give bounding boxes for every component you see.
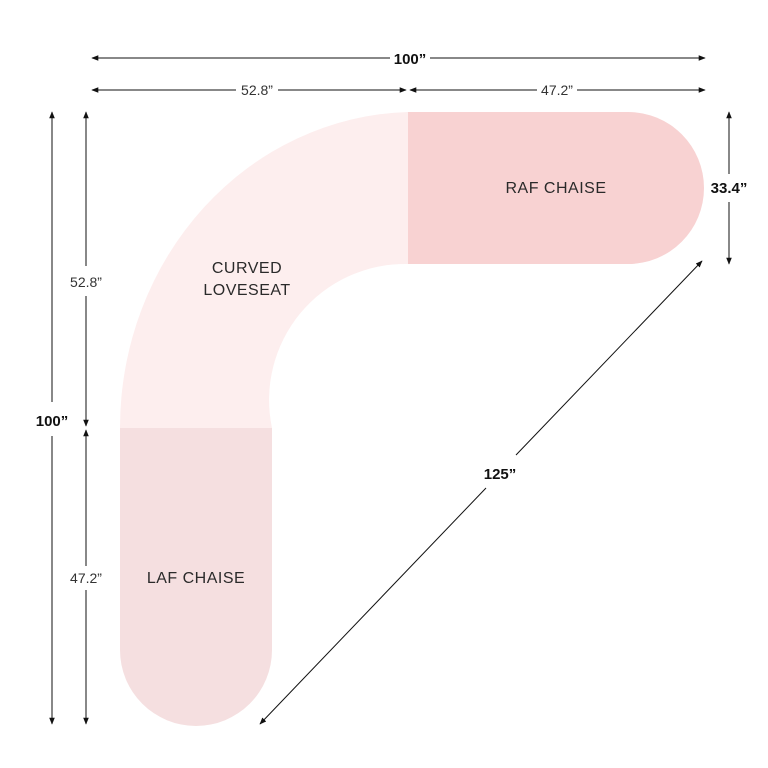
laf-height-label: 47.2” — [70, 570, 102, 586]
raf-chaise-shape — [408, 112, 704, 264]
raf-width-label: 47.2” — [541, 82, 573, 98]
laf-chaise-label: LAF CHAISE — [147, 570, 245, 587]
loveseat-width-label: 52.8” — [241, 82, 273, 98]
curved-loveseat-label-line2: LOVESEAT — [203, 282, 290, 299]
curved-loveseat-shape — [119, 112, 409, 428]
depth-label: 33.4” — [711, 180, 748, 197]
raf-chaise-label: RAF CHAISE — [505, 180, 606, 197]
laf-chaise-shape — [120, 428, 272, 726]
diagonal-line-lower — [259, 487, 487, 725]
overall-height-label: 100” — [36, 413, 69, 430]
curved-loveseat-label-line1: CURVED — [212, 260, 282, 277]
diagonal-label: 125” — [484, 466, 517, 483]
overall-width-label: 100” — [394, 51, 427, 68]
diagonal-line-upper — [515, 260, 703, 456]
loveseat-height-label: 52.8” — [70, 274, 102, 290]
